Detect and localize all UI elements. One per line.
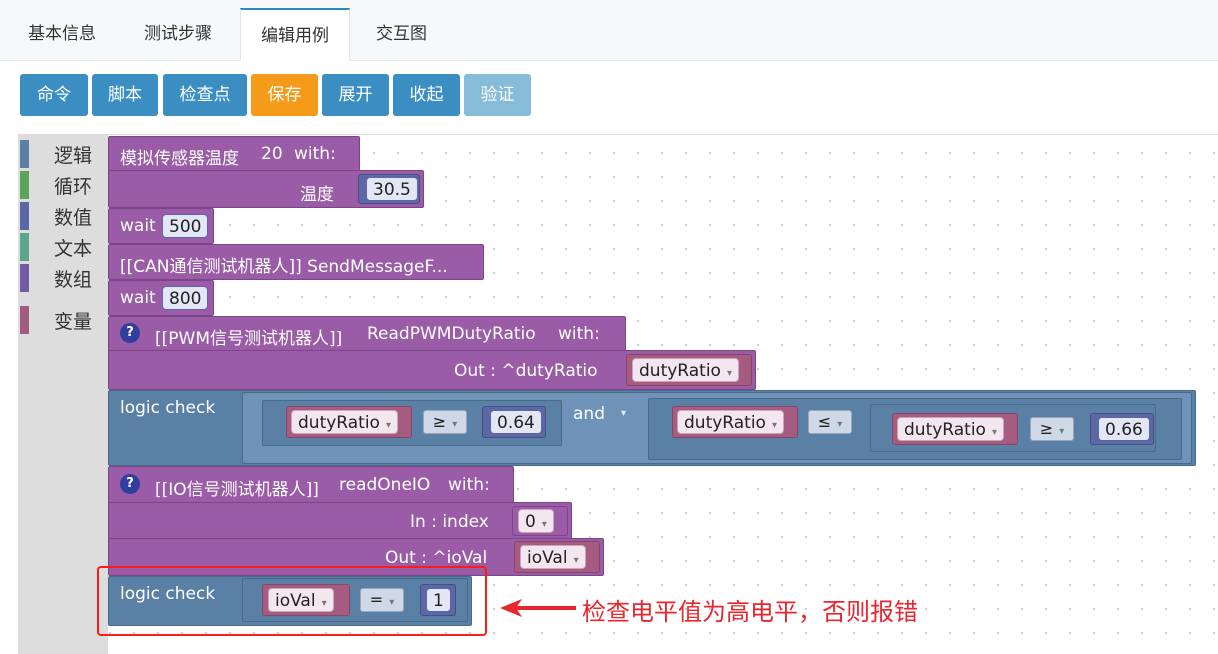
logic-check-label: logic check [120, 584, 216, 604]
variable-dropdown[interactable]: dutyRatio▾ [897, 417, 1004, 441]
sensor-block-arg: 20 [261, 144, 283, 164]
category-color-bar [20, 306, 29, 334]
sensor-value-field[interactable]: 30.5 [366, 177, 418, 201]
category-color-bar [20, 233, 29, 261]
operator-dropdown[interactable]: ≤▾ [808, 410, 852, 434]
help-icon[interactable]: ? [120, 474, 140, 494]
tab-edit-case[interactable]: 编辑用例 [240, 8, 350, 61]
save-button[interactable]: 保存 [251, 74, 318, 116]
category-color-bar [20, 202, 29, 230]
and-label: and [573, 404, 605, 424]
verify-button[interactable]: 验证 [464, 74, 531, 116]
wait-value-field[interactable]: 800 [162, 286, 209, 310]
can-block-label: [[CAN通信测试机器人]] SendMessageF... [120, 257, 448, 277]
variable-dropdown[interactable]: dutyRatio▾ [677, 410, 784, 434]
tab-test-steps[interactable]: 测试步骤 [144, 24, 212, 44]
operator-dropdown[interactable]: ≥▾ [1030, 417, 1074, 441]
io-read-block[interactable] [108, 466, 514, 504]
sensor-param-label: 温度 [300, 185, 334, 205]
operator-dropdown[interactable]: ≥▾ [423, 410, 467, 434]
category-color-bar [20, 264, 29, 292]
number-field[interactable]: 0.64 [490, 410, 542, 434]
category-label: 数值 [54, 207, 93, 229]
operator-dropdown[interactable]: =▾ [360, 588, 404, 612]
tab-bar: 基本信息 测试步骤 编辑用例 交互图 [0, 0, 1218, 61]
pwm-with: with: [558, 324, 600, 344]
highlight-box [97, 566, 487, 636]
tab-interaction-diagram[interactable]: 交互图 [376, 24, 427, 44]
number-field[interactable]: 0.66 [1098, 417, 1150, 441]
category-label: 逻辑 [54, 145, 93, 167]
variable-dropdown[interactable]: dutyRatio▾ [632, 358, 739, 382]
category-color-bar [20, 171, 29, 199]
category-label: 文本 [54, 238, 93, 260]
category-label: 变量 [54, 311, 93, 333]
variable-dropdown[interactable]: dutyRatio▾ [291, 410, 398, 434]
sensor-block-name: 模拟传感器温度 [120, 149, 239, 169]
category-color-bar [20, 140, 29, 168]
tab-basic-info[interactable]: 基本信息 [28, 24, 96, 44]
io-in-label: In : index [410, 512, 489, 532]
wait-label: wait [120, 216, 156, 236]
script-button[interactable]: 脚本 [92, 74, 158, 116]
logic-check-label: logic check [120, 398, 216, 418]
pwm-read-block[interactable] [108, 316, 626, 352]
annotation-text: 检查电平值为高电平，否则报错 [582, 598, 918, 626]
io-keyword: readOneIO [339, 475, 431, 495]
pwm-keyword: ReadPWMDutyRatio [367, 324, 536, 344]
wait-value-field[interactable]: 500 [162, 214, 209, 238]
chevron-down-icon[interactable]: ▾ [621, 408, 627, 419]
command-button[interactable]: 命令 [20, 74, 88, 116]
pwm-robot-name: [[PWM信号测试机器人]] [155, 329, 343, 349]
number-field[interactable]: 1 [426, 588, 451, 612]
can-send-message-block[interactable] [108, 244, 484, 280]
io-out-label: Out : ^ioVal [385, 548, 488, 568]
collapse-button[interactable]: 收起 [393, 74, 460, 116]
variable-dropdown[interactable]: ioVal▾ [520, 545, 586, 569]
checkpoint-button[interactable]: 检查点 [163, 74, 247, 116]
toolbox-panel [18, 135, 108, 654]
wait-label: wait [120, 288, 156, 308]
category-label: 循环 [54, 176, 93, 198]
help-icon[interactable]: ? [120, 323, 140, 343]
pwm-out-label: Out : ^dutyRatio [454, 361, 598, 381]
index-dropdown[interactable]: 0▾ [518, 509, 554, 533]
arrow-icon [500, 599, 576, 617]
sensor-block-with: with: [294, 144, 336, 164]
io-with: with: [448, 475, 490, 495]
io-read-block-in-row[interactable] [108, 502, 572, 540]
variable-dropdown[interactable]: ioVal▾ [268, 588, 334, 612]
io-robot-name: [[IO信号测试机器人]] [155, 480, 319, 500]
category-label: 数组 [54, 269, 93, 291]
expand-button[interactable]: 展开 [322, 74, 389, 116]
